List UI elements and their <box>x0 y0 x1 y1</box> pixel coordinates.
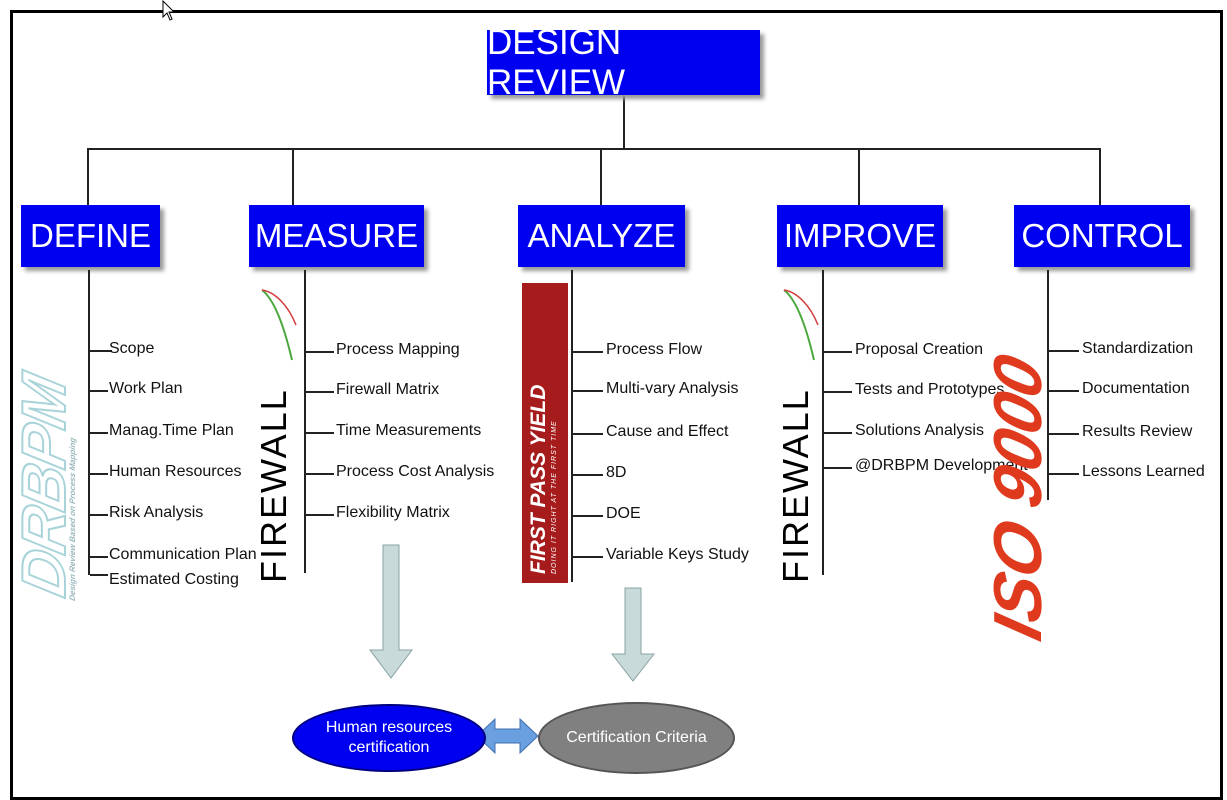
list-item: Documentation <box>1082 380 1190 397</box>
define-bracket <box>88 270 90 575</box>
item-tick <box>573 351 603 353</box>
connector-horizontal <box>87 148 1101 150</box>
item-tick <box>1049 390 1079 392</box>
measure-bracket <box>304 270 306 573</box>
list-item: Process Mapping <box>336 341 460 358</box>
item-tick <box>573 390 603 392</box>
phase-control: CONTROL <box>1014 205 1190 267</box>
analyze-bracket <box>571 270 573 582</box>
down-arrow-analyze <box>610 587 656 682</box>
item-tick <box>90 350 112 352</box>
connector-improve <box>858 148 860 205</box>
list-item: Cause and Effect <box>606 423 729 440</box>
list-item: Multi-vary Analysis <box>606 380 739 397</box>
item-tick <box>90 390 108 392</box>
item-tick <box>306 514 334 516</box>
item-tick <box>306 351 334 353</box>
list-item: Proposal Creation <box>855 341 984 358</box>
list-item: Manag.Time Plan <box>109 422 234 439</box>
phase-analyze: ANALYZE <box>518 205 685 267</box>
item-tick <box>90 514 108 516</box>
list-item: Communication Plan <box>109 546 257 563</box>
connector-control <box>1099 148 1101 205</box>
connector-measure <box>292 148 294 205</box>
list-item: Human Resources <box>109 463 242 480</box>
list-item: DOE <box>606 505 641 522</box>
list-item: Process Cost Analysis <box>336 463 495 480</box>
connector-analyze <box>600 148 602 205</box>
arrows-layer <box>261 289 819 755</box>
connector-title-down <box>623 95 625 148</box>
red-swoosh-measure <box>261 289 297 326</box>
item-tick <box>573 433 603 435</box>
list-item: Tests and Prototypes <box>855 381 1005 398</box>
phase-improve: IMPROVE <box>777 205 943 267</box>
item-tick <box>824 467 852 469</box>
phase-define: DEFINE <box>21 205 160 267</box>
connector-define <box>87 148 89 205</box>
down-arrow-measure <box>369 544 413 679</box>
double-arrow <box>476 717 539 755</box>
phase-measure: MEASURE <box>249 205 424 267</box>
list-item: Risk Analysis <box>109 504 204 521</box>
green-swoosh-improve <box>783 289 815 361</box>
item-tick <box>1049 350 1079 352</box>
item-tick <box>573 515 603 517</box>
list-item: Process Flow <box>606 341 703 358</box>
list-item: Flexibility Matrix <box>336 504 450 521</box>
control-bracket <box>1047 270 1049 500</box>
list-item: Lessons Learned <box>1082 463 1205 480</box>
item-tick <box>90 556 108 558</box>
list-item: Firewall Matrix <box>336 381 440 398</box>
human-resources-certification-oval: Human resources certification <box>292 704 486 772</box>
list-item: @DRBPM Development <box>855 457 1028 474</box>
item-tick <box>573 474 603 476</box>
certification-criteria-text: Certification Criteria <box>566 729 707 746</box>
list-item: Work Plan <box>109 380 183 397</box>
item-tick <box>90 432 108 434</box>
item-tick <box>90 574 108 576</box>
human-resources-certification-text: Human resources certification <box>325 719 453 756</box>
green-swoosh-measure <box>261 289 293 361</box>
item-tick <box>824 351 852 353</box>
list-item: Estimated Costing <box>109 571 239 588</box>
list-item: Solutions Analysis <box>855 422 984 439</box>
item-tick <box>1049 433 1079 435</box>
item-tick <box>90 473 108 475</box>
mouse-cursor-icon <box>162 0 176 21</box>
improve-bracket <box>822 270 824 575</box>
item-tick <box>824 391 852 393</box>
item-tick <box>306 473 334 475</box>
list-item: 8D <box>606 464 627 481</box>
item-tick <box>824 432 852 434</box>
red-swoosh-improve <box>783 289 819 326</box>
list-item: Time Measurements <box>336 422 482 439</box>
list-item: Scope <box>109 340 155 357</box>
item-tick <box>1049 473 1079 475</box>
item-tick <box>306 432 334 434</box>
list-item: Variable Keys Study <box>606 546 749 563</box>
item-tick <box>306 391 334 393</box>
list-item: Results Review <box>1082 423 1193 440</box>
certification-criteria-oval: Certification Criteria <box>538 702 735 774</box>
first-pass-yield-logo <box>522 283 568 583</box>
item-tick <box>573 556 603 558</box>
list-item: Standardization <box>1082 340 1194 357</box>
